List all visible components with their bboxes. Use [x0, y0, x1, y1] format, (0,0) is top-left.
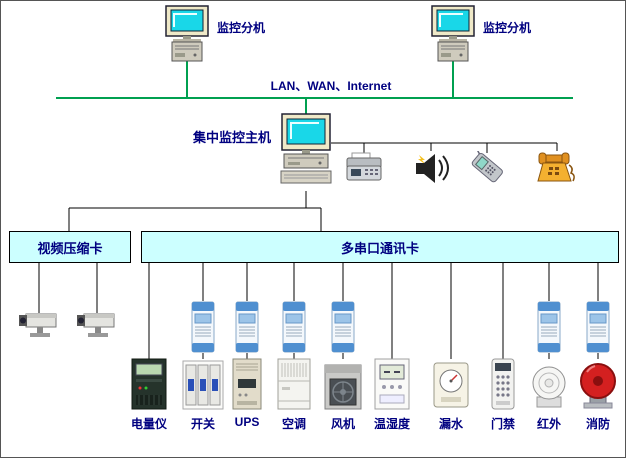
water-leak-device-icon: [429, 357, 473, 413]
converter-module-icon: [189, 301, 217, 353]
device-label: 空调: [281, 417, 306, 431]
mobile-phone-icon: [467, 148, 507, 185]
device-label: 电量仪: [130, 417, 167, 431]
workstation-left-icon: [161, 5, 213, 63]
black-wires: [38, 142, 599, 359]
device-label: 漏水: [438, 417, 463, 431]
device-label: 门禁: [490, 417, 515, 431]
host-label: 集中监控主机: [192, 130, 271, 145]
device-label: 风机: [330, 417, 355, 431]
device-label: 开关: [190, 417, 215, 431]
camera-1-icon: [17, 311, 61, 341]
device-label: 红外: [536, 417, 561, 431]
host-computer-icon: [275, 113, 337, 193]
multi-serial-card: 多串口通讯卡: [141, 231, 619, 263]
station-right-label: 监控分机: [483, 21, 532, 35]
fan-device-icon: [321, 357, 365, 413]
device-label: 温湿度: [373, 417, 410, 431]
converter-module-icon: [233, 301, 261, 353]
access-control-device-icon: [481, 357, 525, 413]
serial-card-label: 多串口通讯卡: [340, 240, 419, 256]
temp-humidity-device-icon: [370, 357, 414, 413]
fire-alarm-device-icon: [576, 357, 620, 413]
converter-module-icon: [535, 301, 563, 353]
device-label: UPS: [234, 415, 260, 429]
fax-icon: [344, 151, 384, 183]
device-label: 消防: [585, 417, 610, 431]
lan-label: LAN、WAN、Internet: [270, 79, 392, 93]
workstation-right-icon: [427, 5, 479, 63]
infrared-device-icon: [527, 357, 571, 413]
converter-module-icon: [280, 301, 308, 353]
speaker-icon: [413, 149, 451, 187]
converter-module-icon: [584, 301, 612, 353]
lan-bus-line: [56, 61, 573, 115]
video-compression-card: 视频压缩卡: [9, 231, 131, 263]
video-card-label: 视频压缩卡: [37, 240, 103, 256]
ups-device-icon: [225, 357, 269, 413]
station-left-label: 监控分机: [217, 21, 266, 35]
air-conditioner-device-icon: [272, 357, 316, 413]
camera-2-icon: [75, 311, 119, 341]
breaker-switch-device-icon: [181, 357, 225, 413]
telephone-icon: [535, 149, 577, 187]
converter-module-icon: [329, 301, 357, 353]
power-meter-device-icon: [127, 357, 171, 413]
